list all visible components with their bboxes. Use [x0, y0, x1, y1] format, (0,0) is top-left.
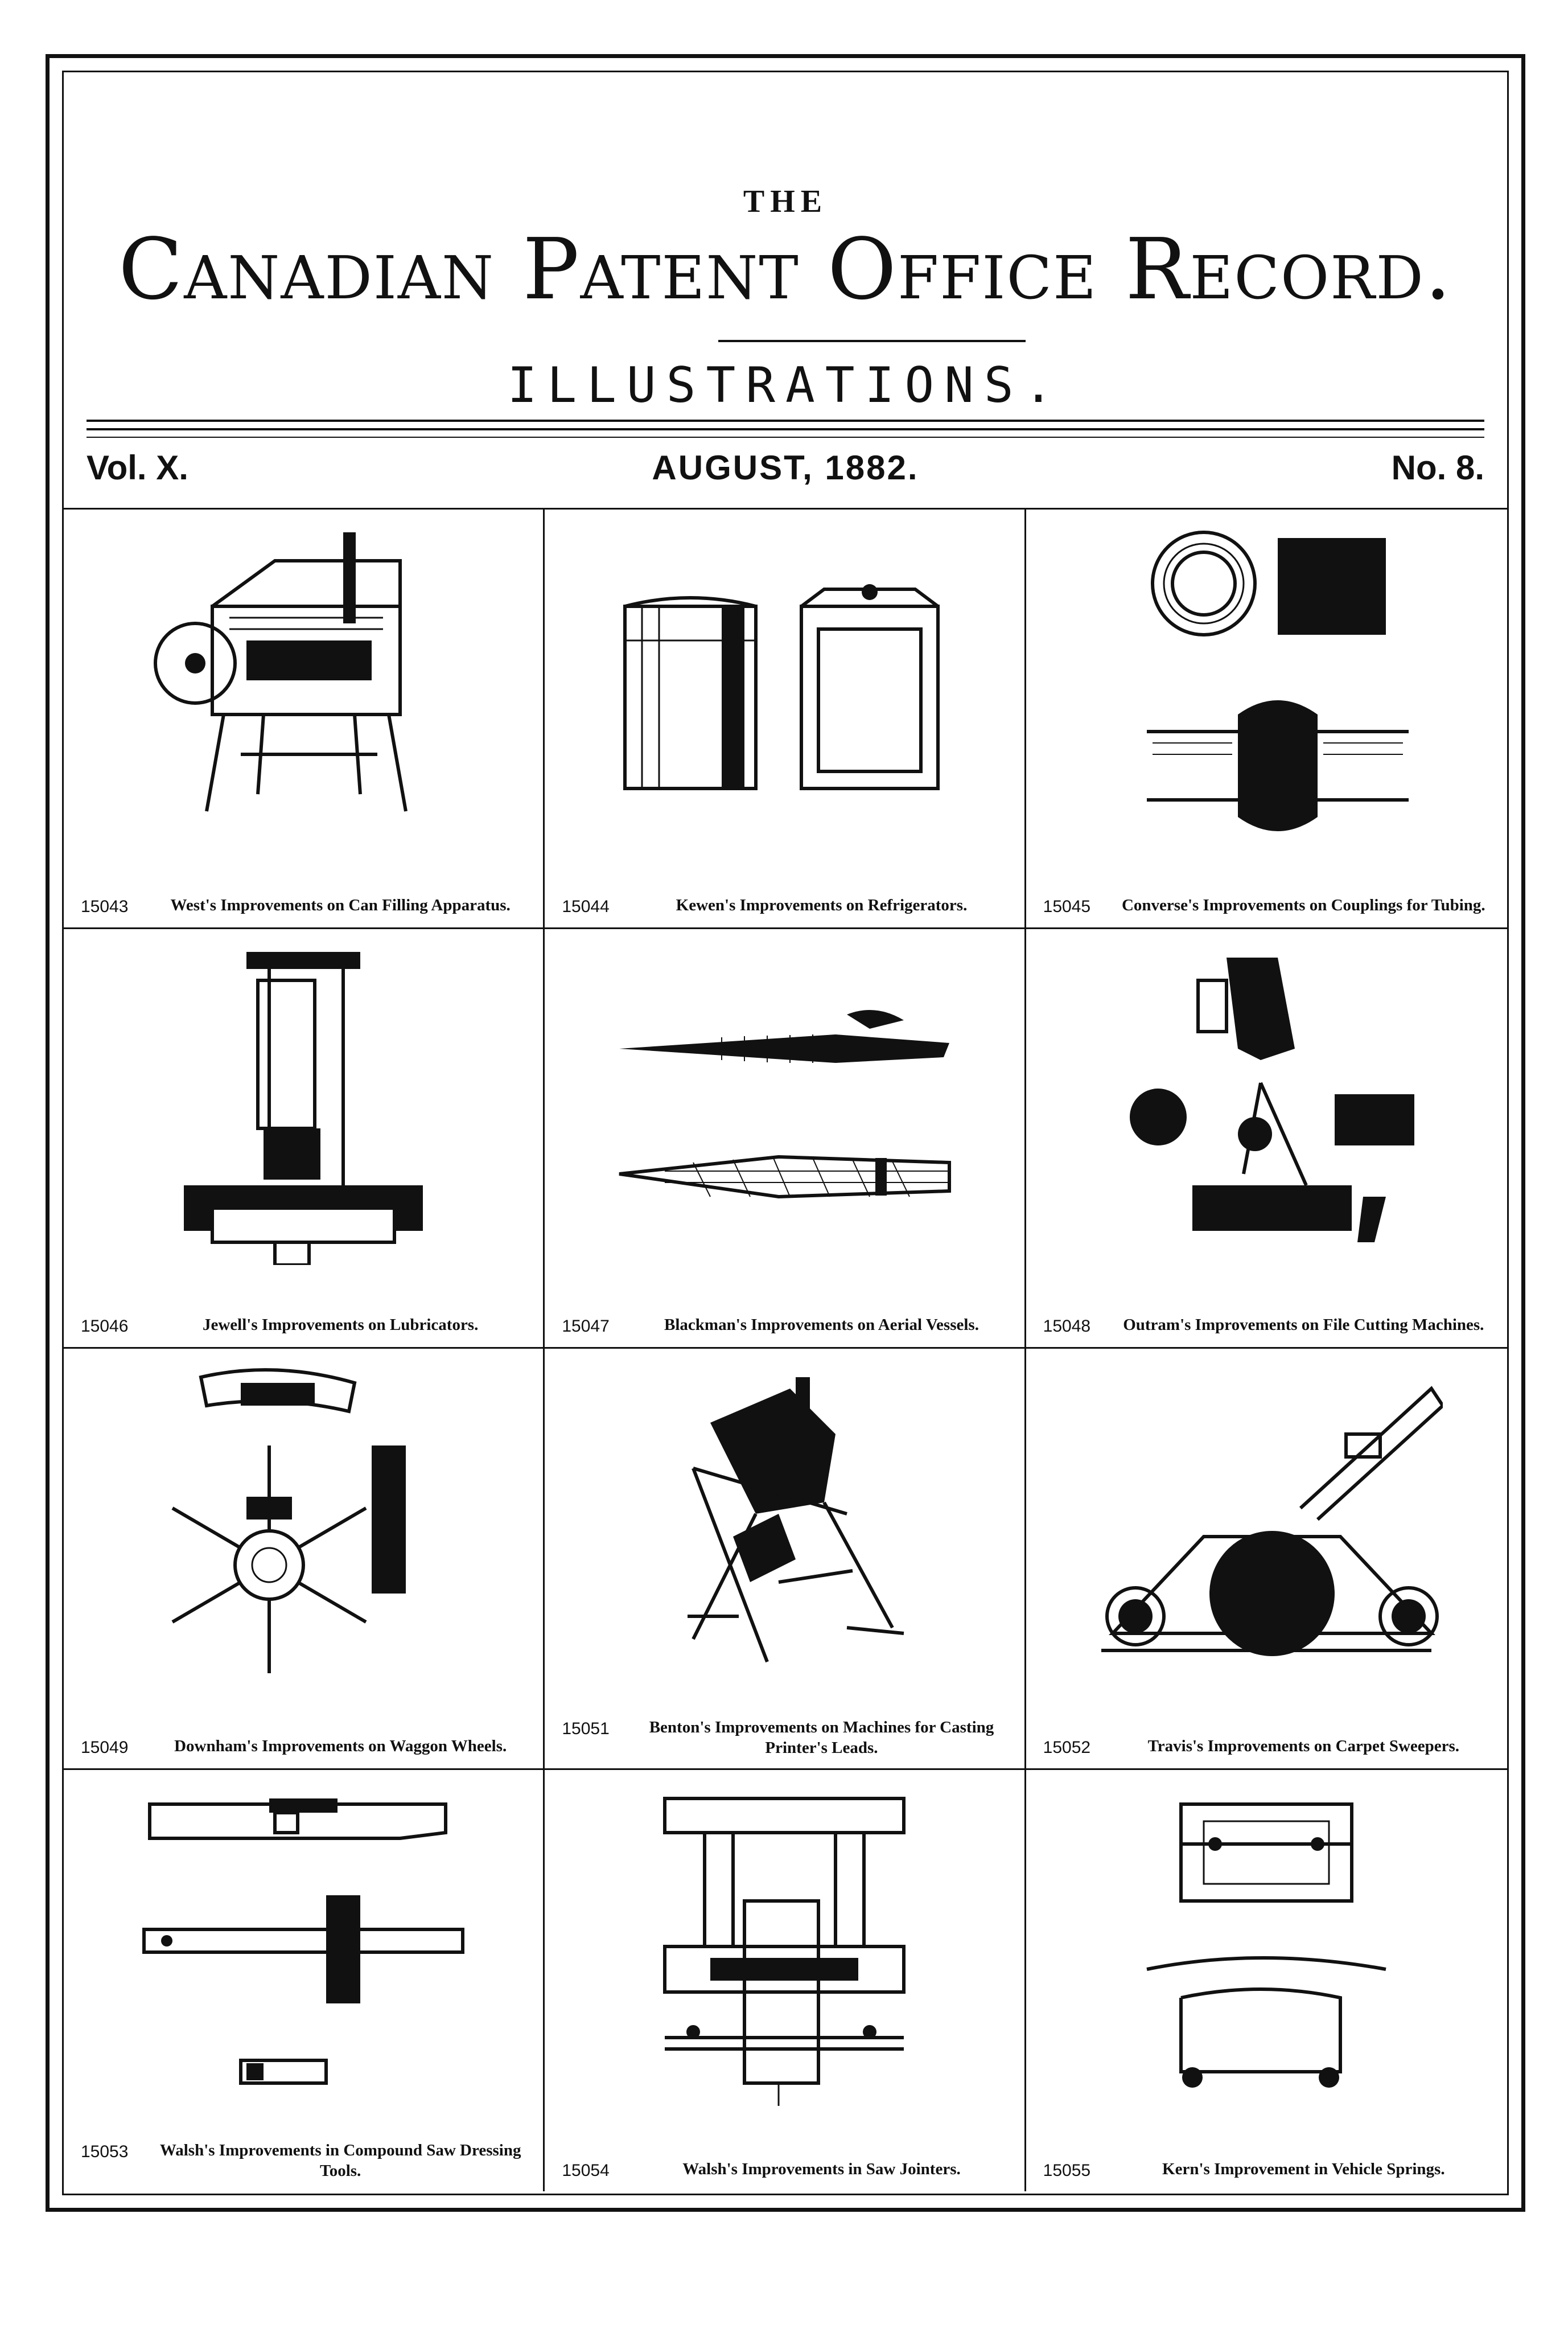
- aerial-vessel-icon: [619, 1010, 952, 1199]
- caption-text: Jewell's Improvements on Lubricators.: [202, 1315, 479, 1334]
- patent-number: 15046: [81, 1316, 129, 1336]
- title-rule: [718, 340, 1026, 342]
- casting-machine-icon: [688, 1377, 904, 1663]
- figure-cell: 15055 Kern's Improvement in Vehicle Spri…: [1026, 1770, 1507, 2191]
- double-rule-middle: [87, 428, 1484, 430]
- vehicle-spring-icon: [1146, 1802, 1386, 2088]
- carpet-sweeper-icon: [1101, 1386, 1443, 1656]
- patent-number: 15047: [562, 1316, 610, 1336]
- caption-text: West's Improvements on Can Filling Appar…: [170, 896, 511, 914]
- can-filling-machine-icon: [154, 532, 408, 812]
- caption-text: Outram's Improvements on File Cutting Ma…: [1123, 1315, 1484, 1334]
- masthead-the: THE: [743, 184, 828, 219]
- double-rule-top: [87, 420, 1484, 422]
- saw-dressing-tool-icon: [142, 1798, 465, 2085]
- tube-coupling-icon: [1147, 531, 1409, 831]
- waggon-wheel-icon: [171, 1368, 406, 1673]
- patent-number: 15043: [81, 897, 129, 916]
- refrigerator-icon: [623, 584, 940, 790]
- figure-caption: 15046 Jewell's Improvements on Lubricato…: [81, 1315, 526, 1337]
- figure-cell: 15052 Travis's Improvements on Carpet Sw…: [1026, 1349, 1507, 1770]
- figure-cell: 15043 West's Improvements on Can Filling…: [64, 510, 545, 929]
- figure-caption: 15043 West's Improvements on Can Filling…: [81, 895, 526, 918]
- patent-number: 15044: [562, 897, 610, 916]
- figure-cell: 15049 Downham's Improvements on Waggon W…: [64, 1349, 545, 1770]
- caption-text: Blackman's Improvements on Aerial Vessel…: [664, 1315, 979, 1334]
- figure-caption: 15044 Kewen's Improvements on Refrigerat…: [562, 895, 1007, 918]
- patent-number: 15049: [81, 1738, 129, 1757]
- caption-text: Walsh's Improvements in Compound Saw Dre…: [159, 2141, 521, 2180]
- header-rule: [64, 508, 1507, 510]
- illustration-grid: 15043 West's Improvements on Can Filling…: [64, 510, 1507, 2194]
- caption-text: Kern's Improvement in Vehicle Springs.: [1162, 2159, 1445, 2178]
- patent-number: 15045: [1043, 897, 1091, 916]
- masthead-title: Canadian Patent Office Record.: [118, 220, 1452, 318]
- lubricator-icon: [184, 952, 423, 1265]
- caption-text: Travis's Improvements on Carpet Sweepers…: [1147, 1736, 1460, 1755]
- issue-number: No. 8.: [1391, 449, 1484, 487]
- caption-text: Converse's Improvements on Couplings for…: [1121, 896, 1485, 914]
- volume-label: Vol. X.: [87, 449, 188, 487]
- caption-text: Kewen's Improvements on Refrigerators.: [676, 896, 968, 914]
- figure-cell: 15044 Kewen's Improvements on Refrigerat…: [545, 510, 1026, 929]
- caption-text: Walsh's Improvements in Saw Jointers.: [682, 2159, 961, 2178]
- figure-caption: 15052 Travis's Improvements on Carpet Sw…: [1043, 1736, 1490, 1759]
- figure-caption: 15051 Benton's Improvements on Machines …: [562, 1717, 1007, 1759]
- figure-caption: 15053 Walsh's Improvements in Compound S…: [81, 2140, 526, 2182]
- patent-number: 15055: [1043, 2161, 1091, 2180]
- figure-cell: 15046 Jewell's Improvements on Lubricato…: [64, 929, 545, 1349]
- figure-caption: 15048 Outram's Improvements on File Cutt…: [1043, 1315, 1490, 1337]
- figure-cell: 15054 Walsh's Improvements in Saw Jointe…: [545, 1770, 1026, 2191]
- patent-number: 15048: [1043, 1316, 1091, 1336]
- patent-number: 15052: [1043, 1738, 1091, 1757]
- figure-cell: 15045 Converse's Improvements on Couplin…: [1026, 510, 1507, 929]
- caption-text: Benton's Improvements on Machines for Ca…: [649, 1718, 994, 1757]
- patent-number: 15053: [81, 2142, 129, 2161]
- patent-number: 15054: [562, 2161, 610, 2180]
- caption-text: Downham's Improvements on Waggon Wheels.: [174, 1736, 507, 1755]
- figure-cell: 15047 Blackman's Improvements on Aerial …: [545, 929, 1026, 1349]
- figure-cell: 15051 Benton's Improvements on Machines …: [545, 1349, 1026, 1770]
- file-cutting-machine-icon: [1130, 958, 1415, 1242]
- figure-caption: 15055 Kern's Improvement in Vehicle Spri…: [1043, 2159, 1490, 2182]
- double-rule-bottom: [87, 437, 1484, 438]
- saw-jointer-icon: [663, 1797, 906, 2106]
- issue-date: AUGUST, 1882.: [652, 449, 919, 487]
- figure-caption: 15054 Walsh's Improvements in Saw Jointe…: [562, 2159, 1007, 2182]
- figure-cell: 15048 Outram's Improvements on File Cutt…: [1026, 929, 1507, 1349]
- masthead-subtitle: ILLUSTRATIONS.: [507, 357, 1064, 414]
- page-frame: THE Canadian Patent Office Record. ILLUS…: [46, 54, 1525, 2212]
- figure-caption: 15047 Blackman's Improvements on Aerial …: [562, 1315, 1007, 1337]
- patent-number: 15051: [562, 1719, 610, 1738]
- masthead: THE Canadian Patent Office Record. ILLUS…: [64, 72, 1507, 505]
- figure-caption: 15045 Converse's Improvements on Couplin…: [1043, 895, 1490, 918]
- figure-caption: 15049 Downham's Improvements on Waggon W…: [81, 1736, 526, 1759]
- inner-frame: THE Canadian Patent Office Record. ILLUS…: [62, 71, 1509, 2195]
- figure-cell: 15053 Walsh's Improvements in Compound S…: [64, 1770, 545, 2191]
